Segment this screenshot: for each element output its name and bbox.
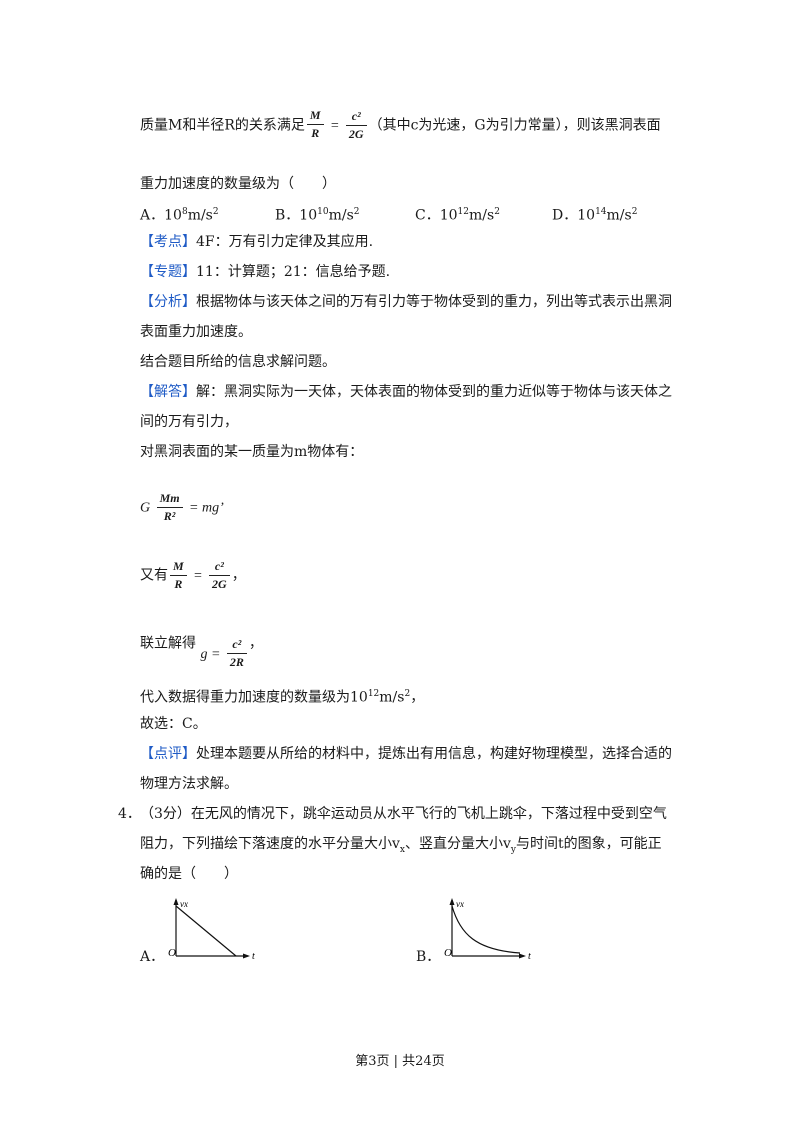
dui-line: 对黑洞表面的某一质量为m物体有：: [140, 444, 364, 460]
graph-a: vx O t: [168, 898, 255, 962]
graph-b-label[interactable]: B．: [416, 949, 441, 965]
dairu-line: 代入数据得重力加速度的数量级为1012m/s2，: [140, 689, 425, 706]
graph-a-y-label: vx: [180, 899, 188, 909]
combine-line: 结合题目所给的信息求解问题。: [140, 354, 336, 370]
graph-a-y-arrow: [173, 898, 179, 905]
graph-b-x-arrow: [519, 953, 526, 959]
fenxi-tag: 【分析】: [140, 294, 196, 310]
dianping-line: 【点评】处理本题要从所给的材料中，提炼出有用信息，构建好物理模型，选择合适的: [140, 746, 672, 762]
option-d[interactable]: D．1014m/s2: [552, 207, 638, 224]
question4-line-2: 阻力，下列描绘下落速度的水平分量大小vx、竖直分量大小vy与时间t的图象，可能正: [140, 836, 662, 855]
question4-line-1: （3分）在无风的情况下，跳伞运动员从水平飞行的飞机上跳伞，下落过程中受到空气: [140, 806, 667, 822]
jieda-line-2: 间的万有引力，: [140, 414, 238, 430]
jieda-tag: 【解答】: [140, 384, 196, 400]
zhuanti-tag: 【专题】: [140, 264, 196, 280]
option-c[interactable]: C．1012m/s2: [415, 207, 500, 224]
graph-b-y-label: vx: [456, 899, 464, 909]
graph-b-y-arrow: [449, 898, 455, 905]
option-a[interactable]: A．108m/s2: [140, 207, 219, 224]
condition-text: 质量M和半径R的关系满足: [140, 117, 305, 134]
graph-a-label[interactable]: A．: [140, 949, 165, 965]
dianping-tag: 【点评】: [140, 746, 196, 762]
options-row: A．108m/s2 B．1010m/s2 C．1012m/s2 D．1014m/…: [140, 202, 700, 224]
graph-b-origin: O: [444, 947, 452, 959]
kaodian-tag: 【考点】: [140, 234, 196, 250]
kaodian-line: 【考点】4F：万有引力定律及其应用.: [140, 234, 374, 250]
guxuan-line: 故选：C。: [140, 716, 207, 732]
question3-prompt: 重力加速度的数量级为（ ）: [140, 176, 336, 192]
dianping-line-2: 物理方法求解。: [140, 776, 238, 792]
graph-b-curve: [451, 905, 521, 954]
graph-b: vx O t: [444, 898, 531, 962]
equals-sign: =: [330, 118, 340, 134]
option-b[interactable]: B．1010m/s2: [275, 207, 360, 224]
graph-a-x-arrow: [243, 953, 250, 959]
condition-text-post: （其中c为光速，G为引力常量），则该黑洞表面: [368, 117, 661, 134]
graph-b-x-label: t: [528, 951, 531, 962]
page-footer: 第3页 | 共24页: [355, 1054, 445, 1069]
graph-a-curve: [175, 905, 237, 957]
zhuanti-line: 【专题】11：计算题；21：信息给予题.: [140, 264, 391, 280]
question4-line-3: 确的是（ ）: [140, 866, 238, 882]
jieda-line: 【解答】解：黑洞实际为一天体，天体表面的物体受到的重力近似等于物体与该天体之: [140, 384, 672, 400]
question4-number: 4．: [118, 806, 141, 822]
graph-a-origin: O: [168, 947, 176, 959]
fenxi-line: 【分析】根据物体与该天体之间的万有引力等于物体受到的重力，列出等式表示出黑洞: [140, 294, 672, 310]
fenxi-line-2: 表面重力加速度。: [140, 324, 252, 340]
graph-a-x-label: t: [252, 951, 255, 962]
